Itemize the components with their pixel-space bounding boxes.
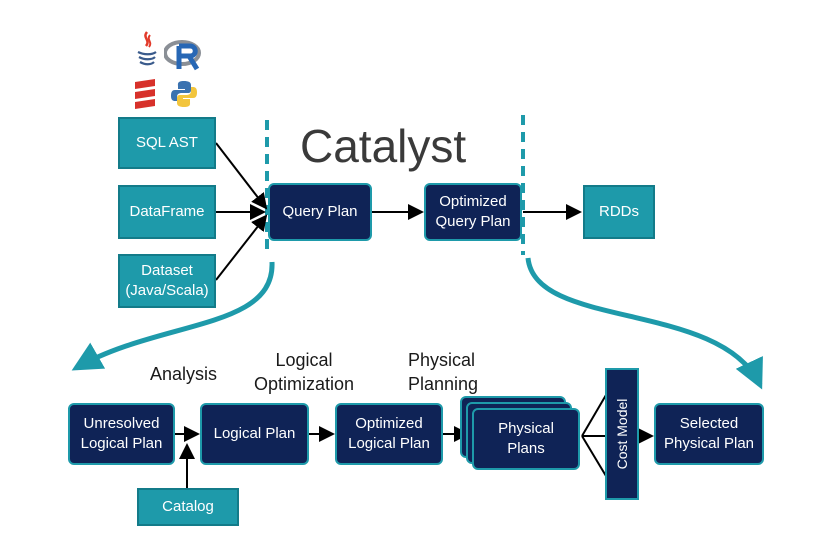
scala-icon — [134, 78, 156, 110]
arrow-sql-to-query — [215, 142, 268, 210]
java-icon — [134, 30, 160, 70]
optimized-query-plan-box: Optimized Query Plan — [424, 183, 522, 241]
catalog-box: Catalog — [137, 488, 239, 526]
unresolved-logical-plan-box: Unresolved Logical Plan — [68, 403, 175, 465]
arrow-ds-to-query — [215, 214, 268, 281]
python-icon — [170, 80, 198, 108]
analysis-label: Analysis — [150, 364, 218, 384]
physical-planning-label: Physical Planning — [408, 350, 479, 394]
r-icon — [163, 38, 204, 72]
optimized-logical-plan-box: Optimized Logical Plan — [335, 403, 443, 465]
dataframe-box: DataFrame — [118, 185, 216, 239]
curve-arrow-left — [71, 261, 275, 371]
selected-physical-plan-box: Selected Physical Plan — [654, 403, 764, 465]
physical-plans-box: Physical Plans — [472, 408, 580, 470]
catalyst-title: Catalyst — [300, 120, 467, 172]
sql-ast-box: SQL AST — [118, 117, 216, 169]
logical-plan-box: Logical Plan — [200, 403, 309, 465]
cost-model-box: Cost Model — [605, 368, 639, 500]
rdds-box: RDDs — [583, 185, 655, 239]
logical-optimization-label: Logical Optimization — [254, 350, 355, 394]
dataset-box: Dataset (Java/Scala) — [118, 254, 216, 308]
curve-arrow-right — [525, 257, 763, 390]
query-plan-box: Query Plan — [268, 183, 372, 241]
